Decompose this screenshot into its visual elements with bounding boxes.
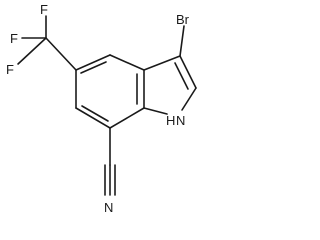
atom-label-br: Br	[176, 12, 190, 27]
bond-c3-c2	[179, 55, 197, 89]
structure-canvas: Br F F F H N N	[6, 2, 197, 215]
bond-cf3-f3	[17, 37, 47, 65]
bond-c3a-c4	[109, 54, 145, 71]
atom-label-n-nitrile: N	[104, 200, 113, 215]
bond-c3-br	[179, 25, 185, 57]
atom-label-f1: F	[40, 2, 48, 17]
bond-c5-cf3	[45, 37, 77, 71]
bond-c2-n1	[181, 87, 197, 111]
molecule-diagram: Br F F F H N N	[6, 2, 197, 215]
bond-c6-c7-inner	[81, 105, 109, 122]
bond-c4-c5	[75, 54, 111, 71]
bond-c7-c7a	[109, 107, 145, 129]
bond-c4-c5-inner	[80, 61, 107, 74]
atom-label-f3: F	[6, 62, 14, 77]
bond-n1-c7a	[143, 107, 168, 115]
bond-c3-c2-inner	[174, 62, 189, 90]
bond-c6-c7	[75, 107, 111, 129]
atom-label-n-indole: N	[176, 113, 185, 128]
atom-label-f2: F	[10, 31, 18, 46]
atom-label-h: H	[166, 113, 175, 128]
bond-c3a-c3	[143, 55, 181, 71]
